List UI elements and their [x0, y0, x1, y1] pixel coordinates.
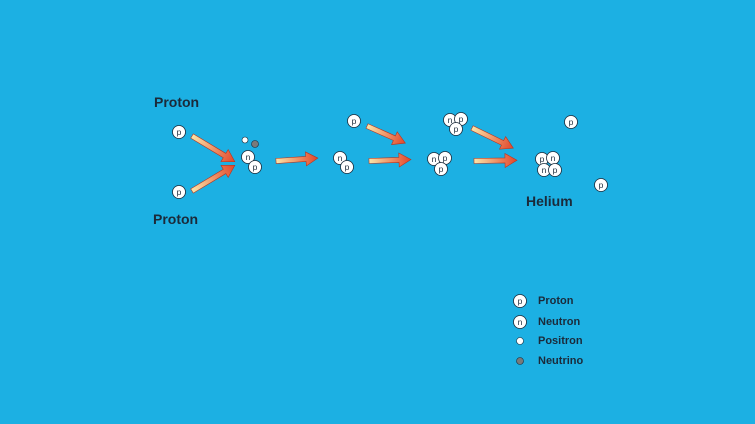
svg-text:p: p: [439, 164, 444, 174]
reaction-arrow: [473, 152, 518, 168]
svg-text:p: p: [540, 154, 545, 164]
neutron-particle: n: [546, 151, 560, 165]
svg-text:p: p: [177, 127, 182, 137]
proton-particle: p: [548, 163, 562, 177]
reaction-arrow: [275, 151, 319, 167]
reaction-arrow: [368, 152, 412, 168]
svg-text:n: n: [448, 115, 453, 125]
svg-text:n: n: [246, 152, 251, 162]
legend-neutrino-label: Neutrino: [538, 355, 584, 367]
svg-text:p: p: [177, 187, 182, 197]
svg-text:p: p: [569, 117, 574, 127]
svg-text:p: p: [253, 162, 258, 172]
proton-particle: p: [172, 125, 186, 139]
proton-particle: p: [340, 160, 354, 174]
legend-proton-label: Proton: [538, 295, 574, 307]
neutron-particle: n: [241, 150, 255, 164]
svg-text:p: p: [553, 165, 558, 175]
reaction-arrow: [365, 123, 406, 145]
proton-particle: p: [449, 122, 463, 136]
svg-text:p: p: [518, 296, 523, 306]
svg-text:p: p: [599, 180, 604, 190]
legend-neutron-label: Neutron: [538, 316, 581, 328]
legend-neutrino-symbol: [516, 357, 524, 365]
svg-text:p: p: [443, 153, 448, 163]
proton-particle: p: [454, 112, 468, 126]
legend-neutron-symbol: n: [513, 315, 527, 329]
svg-text:p: p: [345, 162, 350, 172]
legend-positron-label: Positron: [538, 335, 583, 347]
reaction-arrow: [470, 125, 514, 150]
reaction-arrow: [190, 164, 236, 194]
neutrino-particle: [251, 140, 259, 148]
svg-text:p: p: [454, 124, 459, 134]
proton-label-top: Proton: [154, 94, 200, 110]
helium-label: Helium: [526, 193, 573, 209]
svg-text:n: n: [542, 165, 547, 175]
proton-particle: p: [564, 115, 578, 129]
svg-text:n: n: [432, 154, 437, 164]
svg-text:n: n: [518, 317, 523, 327]
legend-proton-symbol: p: [513, 294, 527, 308]
svg-text:n: n: [551, 153, 556, 163]
svg-text:p: p: [352, 116, 357, 126]
svg-text:p: p: [459, 114, 464, 124]
proton-particle: p: [347, 114, 361, 128]
positron-particle: [241, 136, 249, 144]
svg-text:n: n: [338, 153, 343, 163]
proton-particle: p: [434, 162, 448, 176]
legend-positron-symbol: [516, 337, 524, 345]
proton-particle: p: [172, 185, 186, 199]
proton-label-bottom: Proton: [153, 211, 199, 227]
reaction-arrow: [190, 133, 236, 163]
proton-particle: p: [248, 160, 262, 174]
proton-particle: p: [594, 178, 608, 192]
